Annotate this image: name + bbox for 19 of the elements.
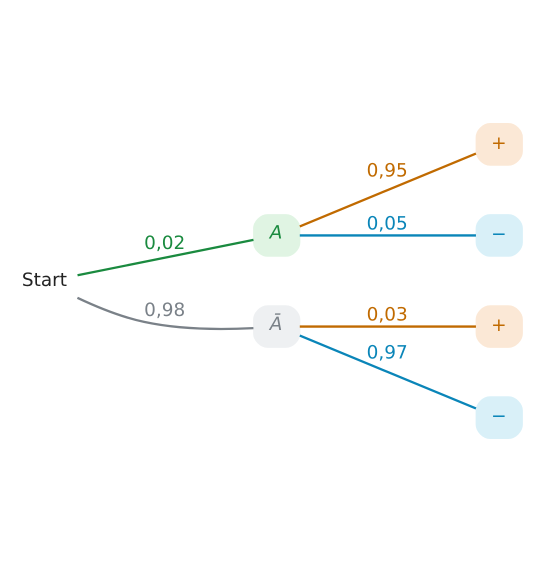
node-box: A [253,214,300,256]
edge-label: 0,02 [144,232,186,254]
connector [77,238,254,276]
edge-label: 0,95 [366,160,408,181]
edge-label: 0,05 [366,212,408,234]
edge-label: 0,98 [144,299,186,320]
connector [299,152,476,227]
node-text: Start [22,269,67,290]
connector [299,334,476,410]
node-box: − [476,214,523,256]
connector [300,324,476,328]
edge-label: 0,97 [366,342,408,364]
node-box: − [476,396,523,438]
connector [300,234,476,236]
connector [76,296,254,330]
node-box: + [476,122,523,166]
node-box: Ā [253,304,300,348]
node-box: + [476,304,523,348]
edge-label: 0,03 [366,304,408,326]
